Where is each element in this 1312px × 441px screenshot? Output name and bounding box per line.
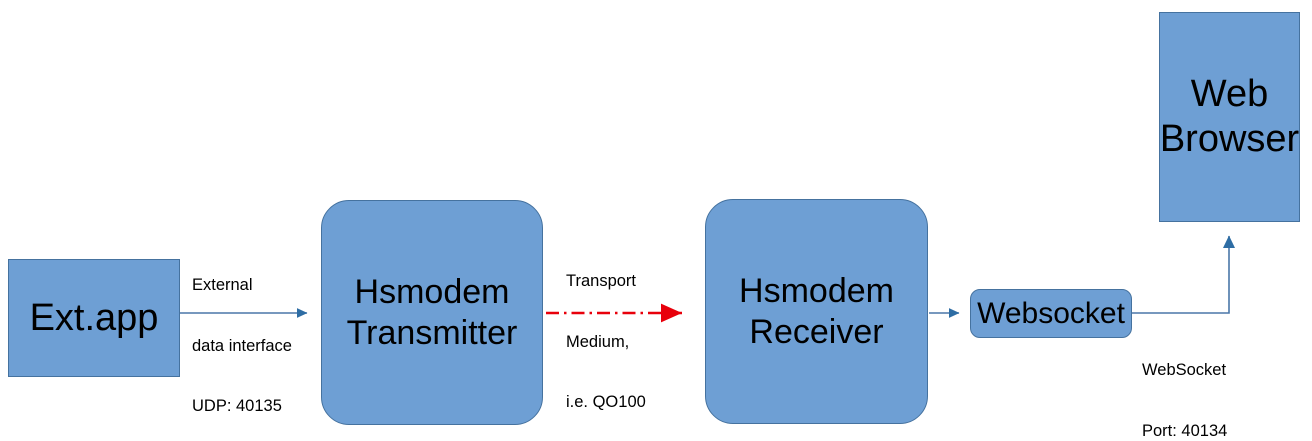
edge-label-external-line2: data interface xyxy=(192,336,292,355)
node-websocket-label: Websocket xyxy=(977,296,1125,330)
node-web-browser[interactable]: Web Browser xyxy=(1159,12,1300,222)
edge-label-websocket-line2: Port: 40134 xyxy=(1142,421,1228,440)
node-ext-app-label: Ext.app xyxy=(29,296,159,339)
node-web-browser-line1: Web xyxy=(1190,73,1269,116)
edge-label-transport-medium: Transport Medium, i.e. QO100 xyxy=(566,231,646,441)
edge-label-websocket-port: WebSocket Port: 40134 xyxy=(1142,320,1227,441)
connector-websocket-to-browser xyxy=(1132,235,1235,314)
node-web-browser-label: Web Browser xyxy=(1160,72,1299,162)
edge-label-transport-line1: Transport xyxy=(566,272,636,291)
node-hsmodem-receiver[interactable]: Hsmodem Receiver xyxy=(705,199,928,424)
node-web-browser-line2: Browser xyxy=(1159,118,1300,160)
node-hsmodem-transmitter[interactable]: Hsmodem Transmitter xyxy=(321,200,543,425)
edge-label-websocket-line1: WebSocket xyxy=(1142,361,1227,380)
node-hsmodem-transmitter-line1: Hsmodem xyxy=(354,273,510,312)
node-hsmodem-transmitter-line2: Transmitter xyxy=(346,313,518,352)
edge-label-external-line3: UDP: 40135 xyxy=(192,397,282,415)
node-hsmodem-receiver-line1: Hsmodem xyxy=(739,272,894,311)
node-websocket[interactable]: Websocket xyxy=(970,289,1132,338)
node-ext-app[interactable]: Ext.app xyxy=(8,259,180,377)
node-hsmodem-receiver-line2: Receiver xyxy=(749,312,884,351)
edge-label-transport-line3: i.e. QO100 xyxy=(566,393,646,411)
edge-label-external-data-interface: External data interface UDP: 40135 xyxy=(192,235,292,441)
node-hsmodem-transmitter-label: Hsmodem Transmitter xyxy=(347,272,518,352)
edge-label-external-line1: External xyxy=(192,276,253,295)
node-hsmodem-receiver-label: Hsmodem Receiver xyxy=(739,271,894,351)
edge-label-transport-line2: Medium, xyxy=(566,332,630,351)
